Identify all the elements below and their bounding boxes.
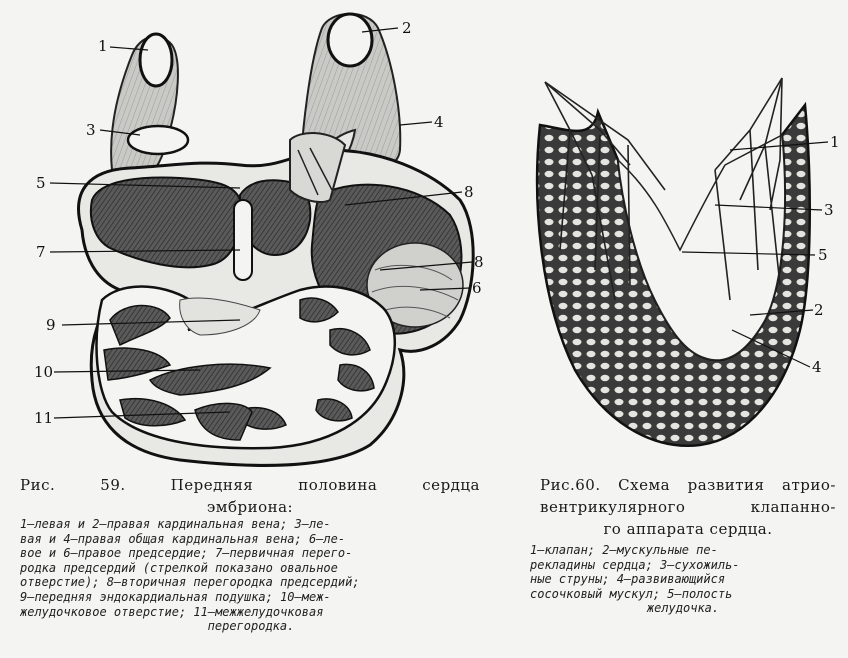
- fig59-label-8-lower: 8: [474, 253, 484, 271]
- fig60-label-5: 5: [818, 246, 828, 264]
- legend-line: сосочковый мускул; 5—полость: [530, 586, 733, 601]
- heart-embryo-drawing: 1 2 3 4 5 8 7 8 6 9 10 11: [34, 12, 484, 467]
- fig59-label-2: 2: [402, 19, 412, 37]
- fig59-label-1: 1: [98, 37, 108, 55]
- valve-scheme-drawing: 1 3 5 2 4: [535, 77, 840, 447]
- legend-line: 1—клапан; 2—мускульные пе-: [530, 543, 718, 557]
- figure-59-illustration: 1 2 3 4 5 8 7 8 6 9 10 11: [0, 0, 500, 470]
- fig59-label-11: 11: [34, 409, 53, 427]
- figure-60-legend: 1—клапан; 2—мускульные пе- рекладины сер…: [530, 543, 836, 616]
- figure-60-illustration: 1 3 5 2 4: [500, 0, 848, 470]
- legend-line: желудочковое отверстие; 11—межжелудочков…: [20, 604, 324, 619]
- legend-line: родка предсердий (стрелкой показано овал…: [20, 560, 338, 575]
- fig60-label-4: 4: [812, 358, 822, 376]
- legend-line: 1—левая и 2—правая кардинальная вена; 3—…: [20, 517, 331, 531]
- figure-59-caption-title: Рис. 59. Передняя половина сердца эмбрио…: [20, 474, 480, 518]
- legend-line: рекладины сердца; 3—сухожиль-: [530, 557, 740, 572]
- fig59-label-7: 7: [36, 243, 46, 261]
- fig60-label-1: 1: [830, 133, 840, 151]
- legend-line: вая и 4—правая общая кардинальная вена; …: [20, 531, 346, 546]
- caption-line: эмбриона:: [206, 498, 294, 516]
- fig59-label-9: 9: [46, 316, 56, 334]
- caption-line: вентрикулярного клапанно-: [540, 498, 836, 516]
- fig59-label-5: 5: [36, 174, 46, 192]
- figure-59-legend: 1—левая и 2—правая кардинальная вена; 3—…: [20, 517, 482, 634]
- caption-line: Рис.60. Схема развития атрио-: [540, 476, 836, 494]
- fig59-label-3: 3: [86, 121, 96, 139]
- legend-line: вое и 6—правое предсердие; 7—первичная п…: [20, 546, 353, 561]
- legend-line: отверстие); 8—вторичная перегородка пред…: [20, 575, 360, 590]
- figure-60-caption-title: Рис.60. Схема развития атрио- вентрикуля…: [540, 474, 836, 540]
- fig59-label-6: 6: [472, 279, 482, 297]
- legend-line: 9—передняя эндокардиальная подушка; 10—м…: [20, 589, 331, 604]
- fig60-label-3: 3: [824, 201, 834, 219]
- legend-line: ные струны; 4—развивающийся: [530, 572, 726, 587]
- fig59-label-10: 10: [34, 363, 53, 381]
- caption-line: Рис. 59. Передняя половина сердца: [20, 476, 480, 494]
- legend-line: желудочка.: [646, 601, 720, 616]
- fig59-label-8-upper: 8: [464, 183, 474, 201]
- caption-line: го аппарата сердца.: [603, 520, 773, 538]
- fig59-label-4: 4: [434, 113, 444, 131]
- fig60-label-2: 2: [814, 301, 824, 319]
- legend-line: перегородка.: [207, 619, 295, 634]
